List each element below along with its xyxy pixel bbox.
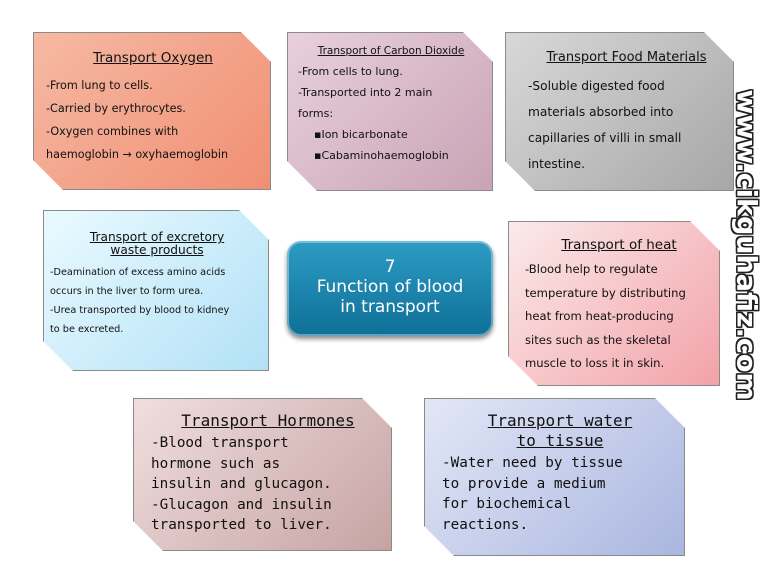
card-line: -Water need by tissue bbox=[442, 455, 623, 471]
card-line: -From cells to lung. bbox=[298, 65, 403, 78]
card-title: Transport Oxygen bbox=[93, 50, 213, 66]
card-line: -Transported into 2 main bbox=[298, 86, 433, 99]
card-line: occurs in the liver to form urea. bbox=[50, 286, 204, 297]
card-bullet: ▪Ion bicarbonate bbox=[314, 128, 408, 141]
card-line: for biochemical bbox=[442, 496, 572, 512]
card-line: sites such as the skeletal bbox=[525, 332, 671, 347]
card-transport-excretory-waste: Transport of excretory waste products -D… bbox=[43, 210, 269, 371]
card-title: Transport of heat bbox=[561, 237, 677, 253]
card-line: -Urea transported by blood to kidney bbox=[50, 305, 230, 316]
card-title: to tissue bbox=[516, 431, 604, 450]
card-title: Transport water bbox=[487, 411, 633, 430]
card-transport-water: Transport water to tissue -Water need by… bbox=[424, 398, 685, 556]
card-transport-heat: Transport of heat -Blood help to regulat… bbox=[508, 221, 720, 386]
card-line: capillaries of villi in small bbox=[528, 131, 682, 145]
card-title-line: waste products bbox=[110, 243, 204, 257]
card-line: -Deamination of excess amino acids bbox=[50, 267, 226, 278]
card-title: Transport Hormones bbox=[181, 411, 355, 430]
card-line: to be excreted. bbox=[50, 324, 124, 335]
card-title-line: Transport of excretory bbox=[89, 230, 225, 244]
card-line: intestine. bbox=[528, 157, 585, 171]
card-line: hormone such as bbox=[151, 455, 281, 472]
card-line: to provide a medium bbox=[442, 475, 606, 492]
card-line: insulin and glucagon. bbox=[151, 476, 332, 492]
card-bullet: ▪Cabaminohaemoglobin bbox=[314, 149, 449, 162]
card-transport-hormones: Transport Hormones -Blood transport horm… bbox=[133, 398, 392, 551]
central-topic-line: Function of blood bbox=[316, 277, 464, 297]
card-line: temperature by distributing bbox=[525, 285, 686, 300]
card-line: -Blood transport bbox=[151, 435, 289, 451]
card-line: -Blood help to regulate bbox=[525, 262, 658, 276]
card-line: reactions. bbox=[442, 516, 529, 533]
card-line: heat from heat-producing bbox=[525, 309, 674, 323]
central-topic: 7 Function of blood in transport bbox=[287, 241, 493, 336]
card-line: haemoglobin → oxyhaemoglobin bbox=[46, 148, 229, 161]
central-topic-line: in transport bbox=[340, 297, 440, 317]
card-line: muscle to loss it in skin. bbox=[525, 356, 665, 370]
card-line: -Oxygen combines with bbox=[46, 125, 179, 138]
card-line: -From lung to cells. bbox=[46, 79, 153, 92]
card-transport-carbon-dioxide: Transport of Carbon Dioxide -From cells … bbox=[287, 32, 493, 191]
card-line: -Glucagon and insulin bbox=[151, 496, 332, 513]
watermark-text: www.cikguhafiz.com bbox=[730, 89, 762, 401]
card-title: Transport of excretory waste products bbox=[50, 231, 264, 257]
card-title: Transport of Carbon Dioxide bbox=[317, 45, 465, 57]
card-transport-food-materials: Transport Food Materials -Soluble digest… bbox=[505, 32, 734, 191]
card-line: transported to liver. bbox=[151, 517, 332, 533]
card-line: materials absorbed into bbox=[528, 105, 674, 119]
central-topic-number: 7 bbox=[384, 257, 396, 277]
watermark: www.cikguhafiz.com bbox=[728, 89, 764, 400]
card-line: -Carried by erythrocytes. bbox=[46, 102, 186, 115]
card-line: -Soluble digested food bbox=[528, 79, 665, 93]
card-transport-oxygen: Transport Oxygen -From lung to cells. -C… bbox=[33, 32, 271, 190]
card-line: forms: bbox=[298, 107, 334, 120]
card-title: Transport Food Materials bbox=[546, 50, 707, 65]
